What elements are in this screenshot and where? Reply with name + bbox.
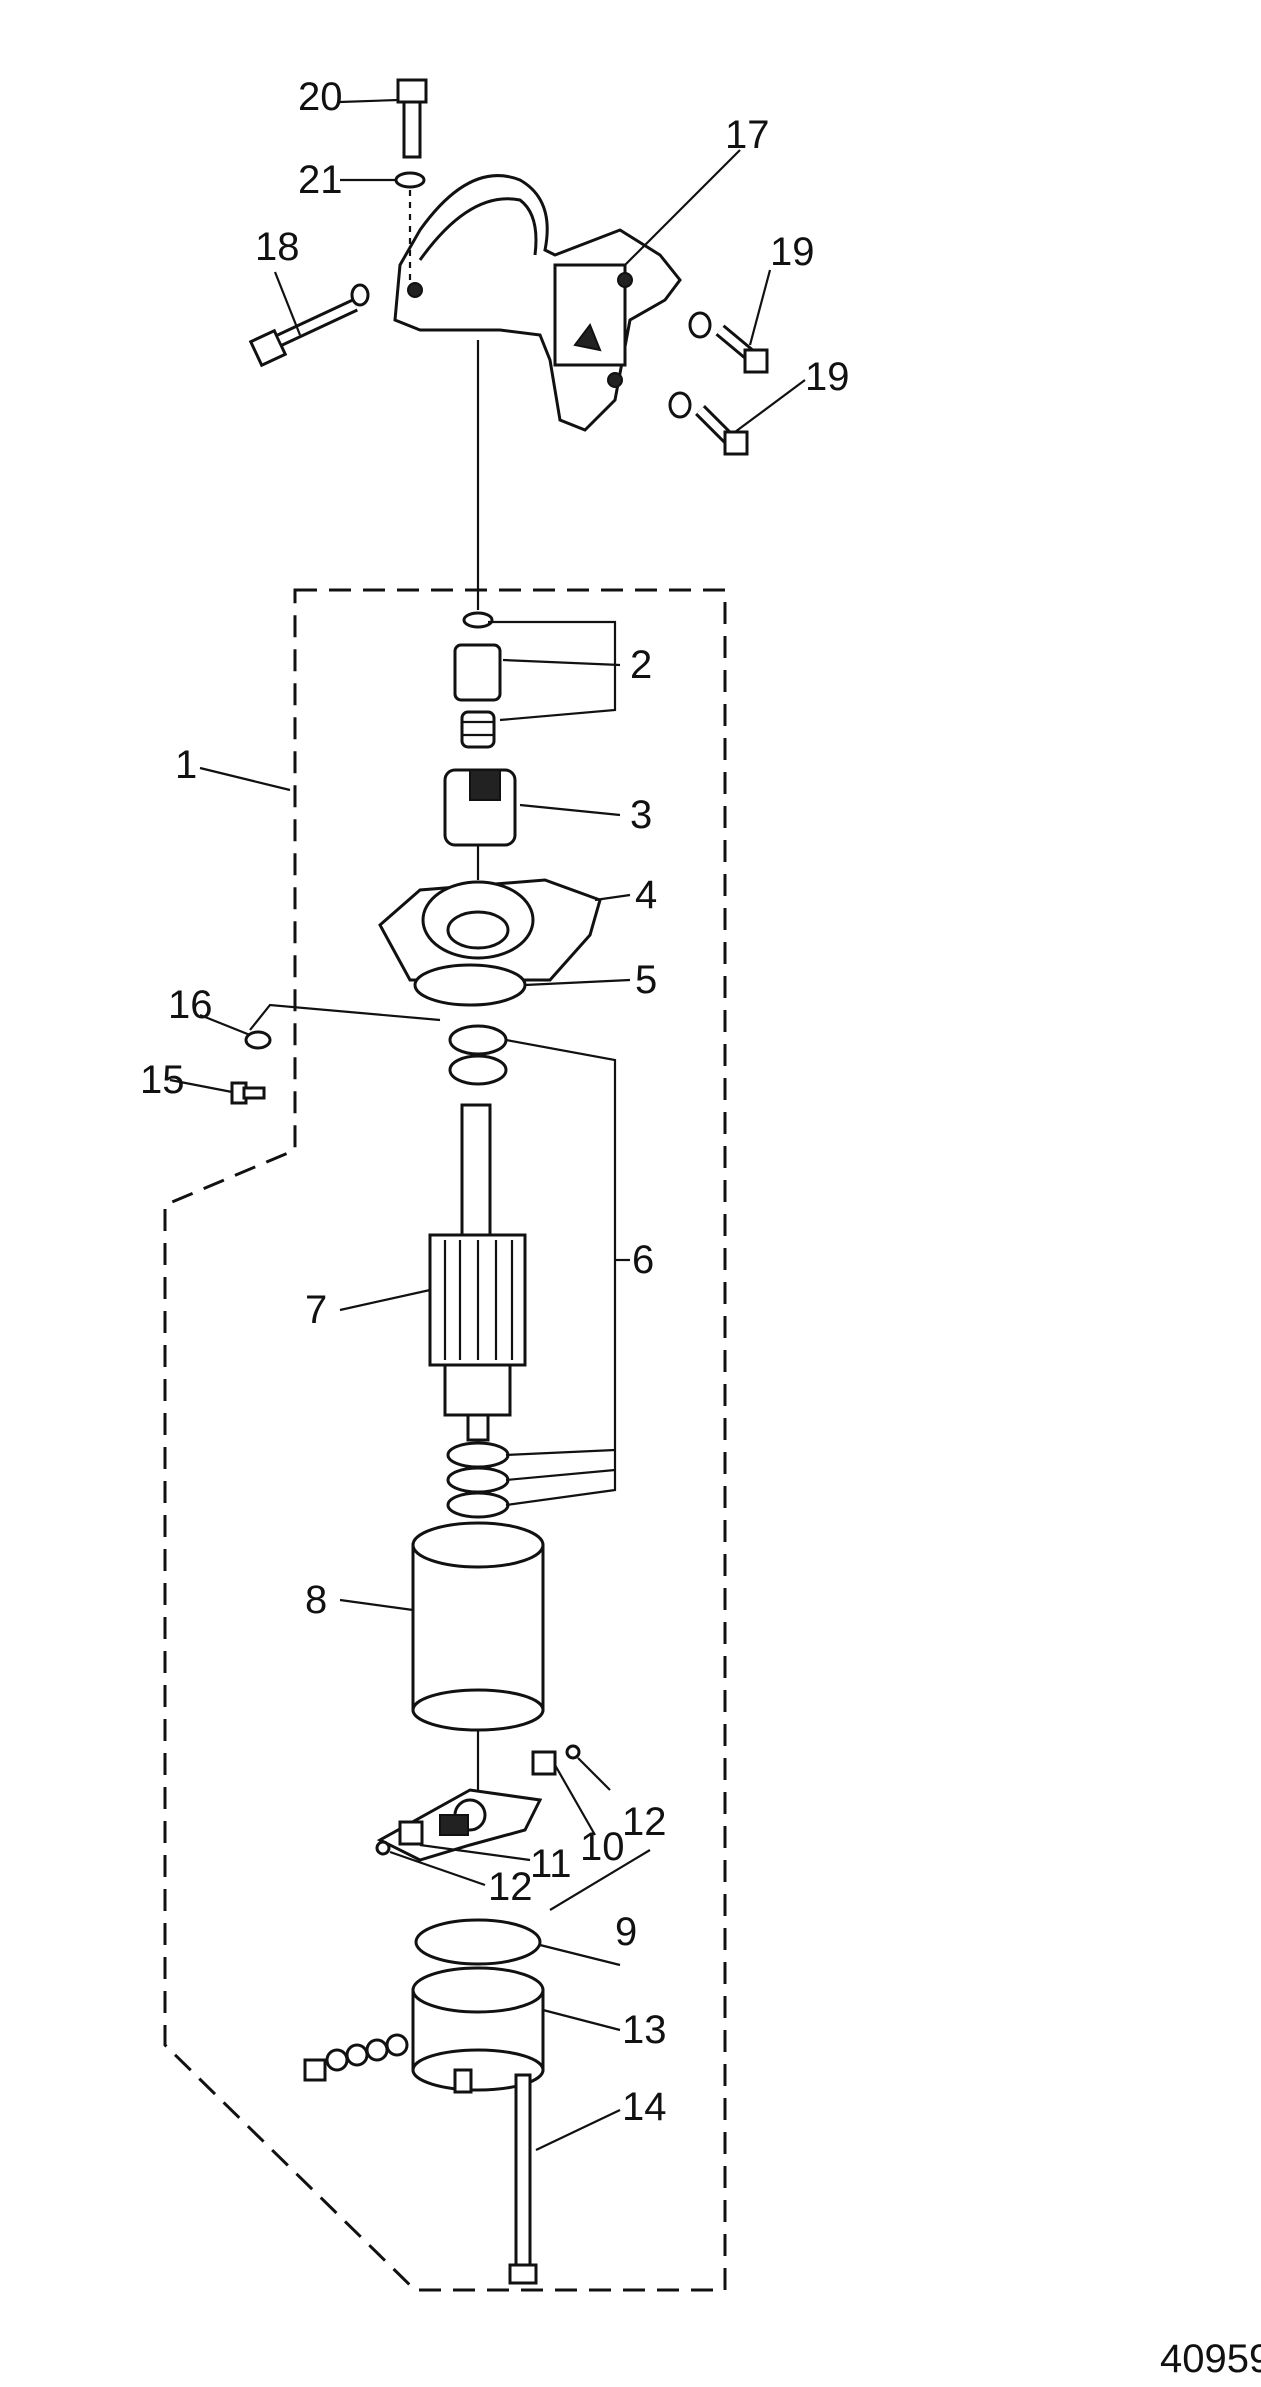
through-bolt [508,2073,538,2285]
callout-11: 11 [530,1842,572,1886]
bolt-19-lower [668,391,749,456]
callout-17: 17 [725,113,770,157]
callout-10: 10 [580,1825,625,1869]
washer-6d [446,1466,510,1494]
callout-16: 16 [168,983,213,1027]
callout-labels: 20 21 18 17 19 19 2 1 3 4 5 16 15 6 7 8 … [140,75,1261,2381]
lockwasher-16 [244,1030,272,1050]
snap-ring [462,611,494,629]
washer-6b [448,1054,508,1086]
callout-5: 5 [635,958,657,1002]
callout-12-lower: 12 [488,1865,533,1909]
washer-6e [446,1491,510,1519]
spring [460,710,496,749]
callout-2: 2 [630,643,652,687]
bolt-18 [248,298,358,368]
armature [428,1103,527,1442]
commutator-end-cap [411,1918,545,2094]
callout-19-lower: 19 [805,355,850,399]
callout-21: 21 [298,158,343,202]
callout-15: 15 [140,1058,185,1102]
callout-13: 13 [622,2008,667,2052]
callout-3: 3 [630,793,652,837]
callout-8: 8 [305,1578,327,1622]
washer-6a [448,1024,508,1056]
spring-12-lower [375,1840,391,1856]
washer-6c [446,1441,510,1469]
reference-number: 40959 [1160,2337,1261,2381]
callout-19-upper: 19 [770,230,815,274]
washer-21 [394,171,426,189]
callout-9: 9 [615,1910,637,1954]
callout-14: 14 [622,2085,667,2129]
mounting-bracket [393,174,682,432]
washer-18 [350,283,370,307]
callout-1: 1 [175,743,197,787]
spring-12-upper [565,1744,581,1760]
callout-4: 4 [635,873,657,917]
frame [411,1521,545,1732]
callout-12-upper: 12 [622,1800,667,1844]
screw-15 [230,1081,266,1105]
brush-10 [531,1750,557,1776]
assembly-boundary [163,588,727,2292]
end-housing [378,878,602,1007]
leader-lines [169,98,806,2151]
callout-18: 18 [255,225,300,269]
bolt-19-upper [688,311,769,374]
bolt-20 [396,78,428,159]
collar [453,643,502,702]
callout-6: 6 [632,1238,654,1282]
brush-11 [398,1820,424,1846]
brush-springs [303,2033,409,2082]
drive-pinion [443,768,517,847]
callout-20: 20 [298,75,343,119]
callout-7: 7 [305,1288,327,1332]
